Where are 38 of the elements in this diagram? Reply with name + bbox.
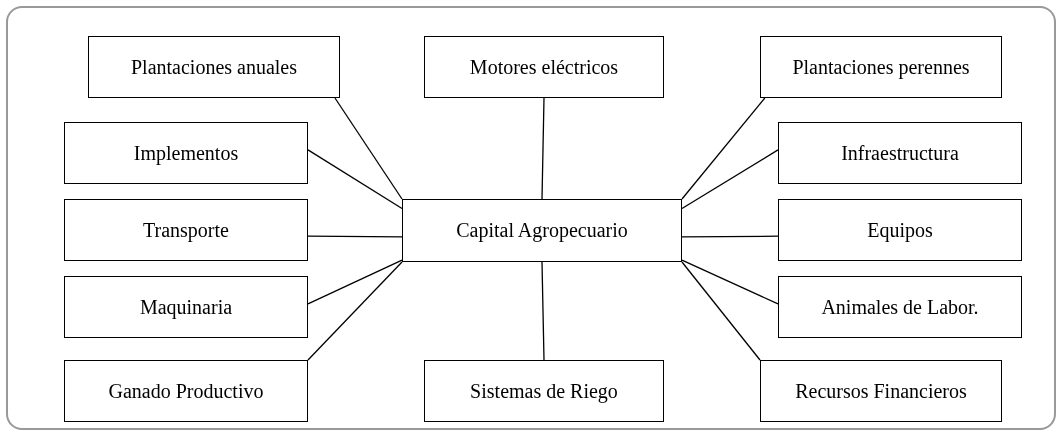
box-label: Sistemas de Riego [470,379,618,403]
connector-line [541,97,545,200]
connector-line [307,261,403,361]
connector-line [307,149,403,210]
box-label: Capital Agropecuario [456,219,628,242]
process-box [778,276,1022,338]
process-box [760,360,1002,422]
connector-line [681,259,779,305]
box-label: Implementos [133,141,239,165]
box-label: Ganado Productivo [108,379,264,403]
connector-line [681,149,779,210]
process-box [424,36,664,98]
connector-line [681,235,779,238]
box-label: Animales de Labor. [821,295,979,319]
process-box [424,360,664,422]
connector-line [307,259,403,305]
process-box [64,276,308,338]
process-box [64,360,308,422]
connector-line [307,235,403,238]
process-box [778,122,1022,184]
box-label: Recursos Financieros [795,379,967,403]
process-box [64,199,308,261]
connector-line [681,261,761,361]
process-box [402,199,682,262]
box-label: Equipos [867,218,933,242]
box-label: Maquinaria [139,295,233,319]
box-label: Motores eléctricos [469,55,619,79]
box-label: Infraestructura [841,141,959,165]
process-box [778,199,1022,261]
box-label: Transporte [143,218,229,242]
box-label: Plantaciones anuales [130,55,298,79]
process-box [88,36,340,98]
process-box [64,122,308,184]
process-box [760,36,1002,98]
connector-line [541,261,545,361]
connector-line [334,97,403,200]
box-label: Plantaciones perennes [792,55,970,79]
connector-line [681,97,766,200]
